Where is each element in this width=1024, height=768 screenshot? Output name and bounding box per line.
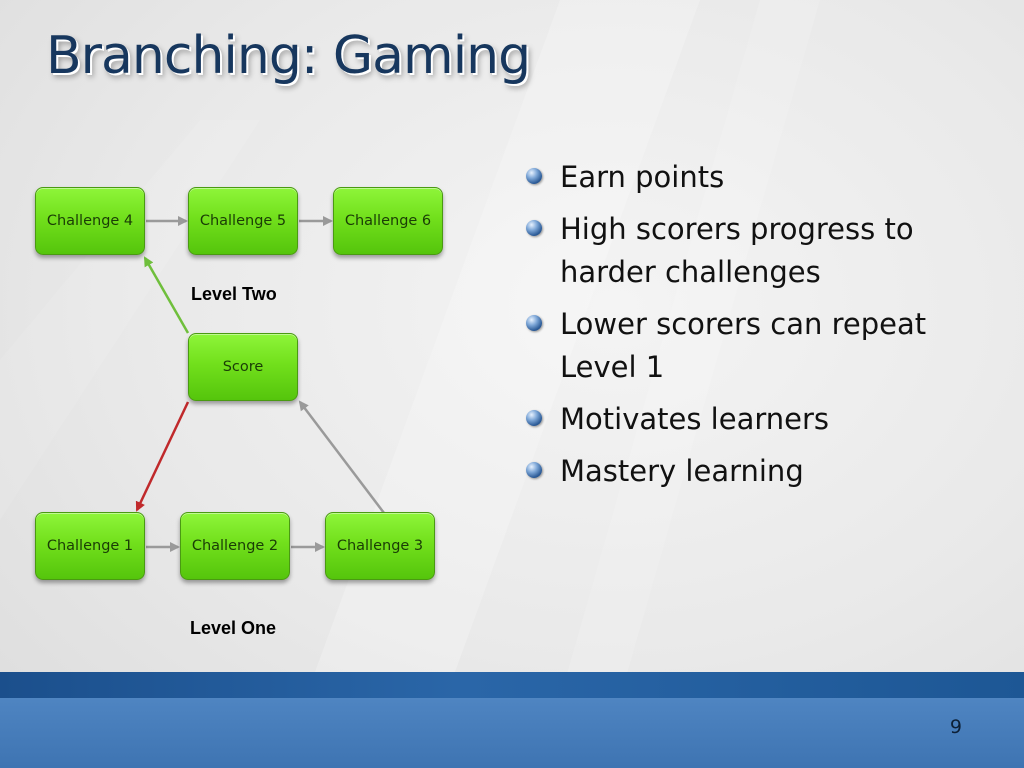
bullet-item: High scorers progress to harder challeng… bbox=[524, 208, 1004, 294]
node-label: Score bbox=[222, 359, 264, 375]
level-one-label: Level One bbox=[190, 618, 277, 638]
arrow-score-to-challenge4 bbox=[143, 256, 190, 334]
page-number: 9 bbox=[949, 716, 962, 738]
bullet-item: Lower scorers can repeat Level 1 bbox=[524, 303, 1004, 389]
node-challenge-6: Challenge 6 bbox=[333, 187, 443, 255]
bullet-sphere-icon bbox=[526, 220, 542, 236]
node-label: Challenge 4 bbox=[46, 213, 134, 229]
node-challenge-4: Challenge 4 bbox=[35, 187, 145, 255]
bullet-sphere-icon bbox=[526, 410, 542, 426]
bullet-list: Earn points High scorers progress to har… bbox=[524, 156, 1004, 502]
node-label: Challenge 1 bbox=[46, 538, 134, 554]
bullet-text: Mastery learning bbox=[560, 454, 804, 488]
node-challenge-3: Challenge 3 bbox=[325, 512, 435, 580]
slide-title: Branching: Gaming bbox=[46, 26, 531, 86]
arrow-score-to-challenge1 bbox=[135, 401, 190, 512]
bullet-sphere-icon bbox=[526, 315, 542, 331]
node-label: Challenge 3 bbox=[336, 538, 424, 554]
node-score: Score bbox=[188, 333, 298, 401]
bullet-item: Earn points bbox=[524, 156, 1004, 199]
bullet-sphere-icon bbox=[526, 168, 542, 184]
node-challenge-5: Challenge 5 bbox=[188, 187, 298, 255]
arrow-challenge3-to-score bbox=[298, 400, 385, 514]
footer-band-stripe bbox=[0, 672, 1024, 698]
node-challenge-2: Challenge 2 bbox=[180, 512, 290, 580]
node-challenge-1: Challenge 1 bbox=[35, 512, 145, 580]
bullet-item: Motivates learners bbox=[524, 398, 1004, 441]
bullet-text: High scorers progress to harder challeng… bbox=[560, 212, 914, 289]
bullet-text: Lower scorers can repeat Level 1 bbox=[560, 307, 927, 384]
node-label: Challenge 6 bbox=[344, 213, 432, 229]
bullet-sphere-icon bbox=[526, 462, 542, 478]
bullet-item: Mastery learning bbox=[524, 450, 1004, 493]
bullet-text: Motivates learners bbox=[560, 402, 830, 436]
node-label: Challenge 2 bbox=[191, 538, 279, 554]
node-label: Challenge 5 bbox=[199, 213, 287, 229]
level-two-label: Level Two bbox=[191, 284, 277, 304]
bullet-text: Earn points bbox=[560, 160, 725, 194]
